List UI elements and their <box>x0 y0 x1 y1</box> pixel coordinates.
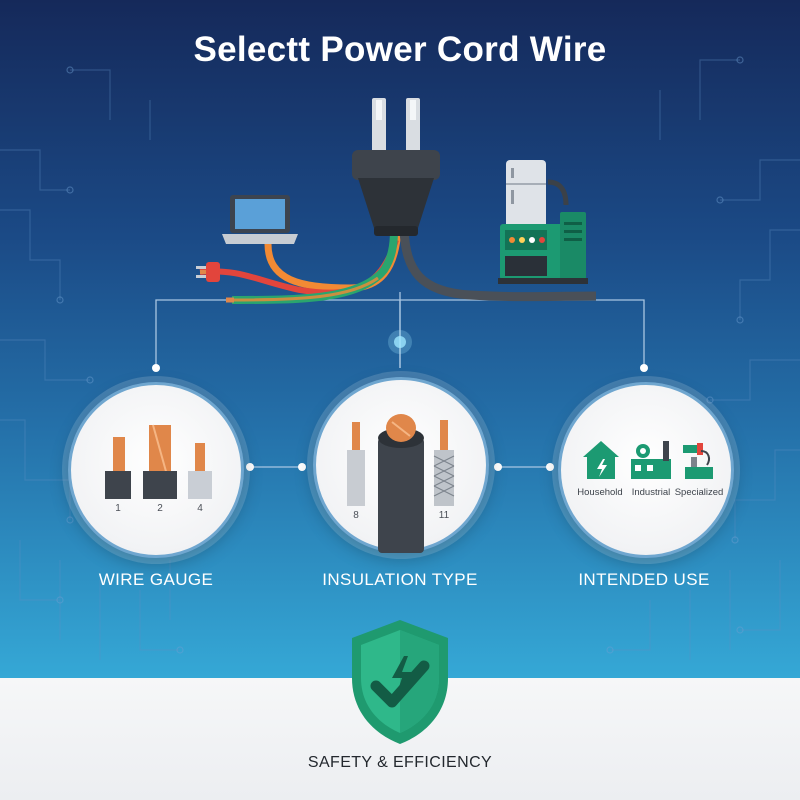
insulation-type-illustration <box>347 414 455 553</box>
small-plug-icon <box>196 262 220 282</box>
laptop-icon <box>222 195 298 244</box>
insulation-number: 8 <box>353 510 359 521</box>
wire-gauge-illustration <box>105 424 212 499</box>
power-plug-icon <box>352 98 440 236</box>
insulation-solid-icon <box>347 422 365 506</box>
gauge-number: 4 <box>197 503 203 514</box>
insulation-type-circle: 8 11 <box>313 377 489 553</box>
refrigerator-icon <box>506 160 546 230</box>
wire-gauge-1-icon <box>105 437 131 499</box>
wire-gauge-4-icon <box>188 443 212 499</box>
insulation-braided-icon <box>433 420 455 506</box>
insulation-type-label: INSULATION TYPE <box>322 570 478 589</box>
household-icon <box>583 441 619 479</box>
industrial-icon <box>631 441 671 479</box>
use-label-specialized: Specialized <box>674 487 724 498</box>
intended-use-illustration <box>583 441 713 479</box>
power-cord-illustration <box>196 98 597 304</box>
insulation-number: 11 <box>438 510 450 521</box>
wire-gauge-2-icon <box>143 424 177 499</box>
use-label-household: Household <box>577 487 623 498</box>
insulation-thick-icon <box>378 414 424 553</box>
use-label-industrial: Industrial <box>631 487 671 498</box>
wire-gauge-circle: 1 2 4 <box>68 382 244 558</box>
page-title: Selectt Power Cord Wire <box>193 30 607 69</box>
wire-gauge-label: WIRE GAUGE <box>98 570 214 589</box>
gauge-number: 2 <box>157 503 163 514</box>
safety-efficiency-label: SAFETY & EFFICIENCY <box>307 754 493 771</box>
specialized-icon <box>683 443 713 479</box>
hero-panel: Selectt Power Cord Wire <box>0 0 800 678</box>
shield-check-icon <box>352 620 448 744</box>
generator-icon <box>498 179 588 284</box>
intended-use-circle: Household Industrial Specialized <box>558 382 734 558</box>
gauge-number: 1 <box>115 503 121 514</box>
intended-use-label: INTENDED USE <box>578 570 710 589</box>
